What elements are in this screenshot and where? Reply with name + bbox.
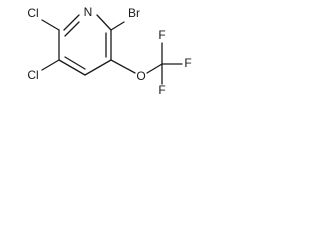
- atom-label-f-right: F: [184, 56, 191, 70]
- atom-label-cl-top: Cl: [27, 6, 38, 20]
- bond-o-cf3: [146, 63, 163, 74]
- bond-c6-n-double: [64, 21, 80, 37]
- atom-label-n: N: [84, 5, 93, 19]
- bond-c6-n: [63, 14, 80, 31]
- chemical-structure-diagram: N Br Cl Cl O F F F: [27, 5, 191, 97]
- atom-label-br: Br: [128, 6, 140, 20]
- bond-c5-cl: [41, 59, 60, 71]
- atom-label-f-top: F: [158, 28, 165, 42]
- bond-c4-c5-double: [64, 56, 86, 70]
- bond-c4-c5: [58, 59, 86, 76]
- atom-label-cl-bottom: Cl: [27, 68, 38, 82]
- bond-c2-br: [110, 21, 125, 31]
- atom-label-o: O: [136, 69, 145, 83]
- atom-label-f-bottom: F: [158, 83, 165, 97]
- bond-c6-cl: [41, 19, 60, 31]
- bond-c3-o: [110, 59, 136, 74]
- bond-n-c2: [96, 14, 112, 31]
- bond-c3-c4: [84, 59, 112, 76]
- structure-canvas: N Br Cl Cl O F F F: [0, 0, 230, 98]
